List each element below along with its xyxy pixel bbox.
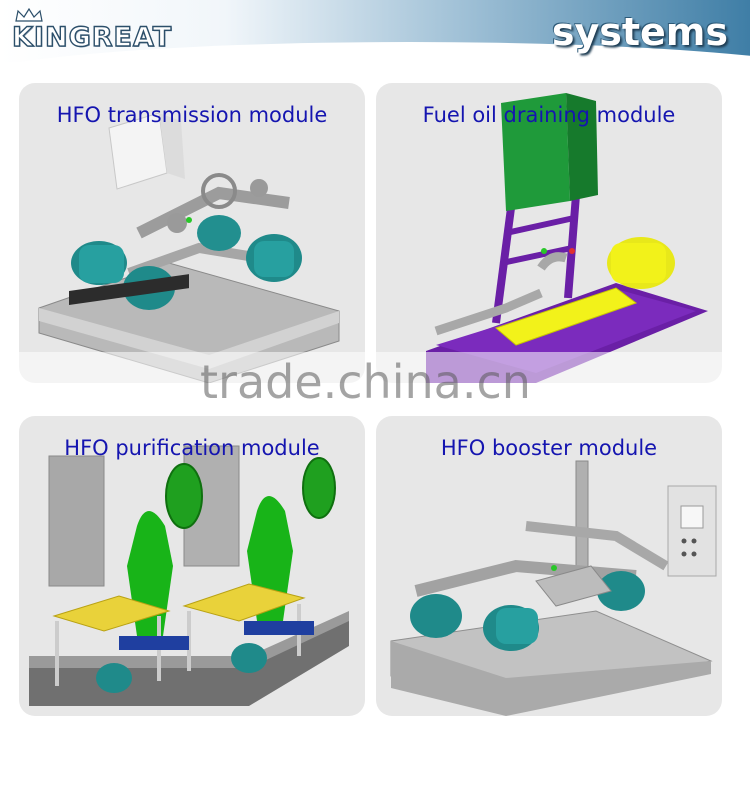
page-header xyxy=(0,0,750,62)
module-label: HFO booster module xyxy=(440,436,658,460)
module-label: HFO transmission module xyxy=(56,103,328,127)
section-title: systems xyxy=(551,10,728,54)
module-card-draining: Fuel oil draining module xyxy=(376,83,722,383)
module-card-booster: HFO booster module xyxy=(376,416,722,716)
module-label: HFO purification module xyxy=(64,436,320,460)
purification-module-illustration xyxy=(29,445,349,706)
draining-module-illustration xyxy=(426,93,708,383)
booster-module-illustration xyxy=(390,460,717,716)
crown-icon xyxy=(15,8,43,22)
module-card-transmission: HFO transmission module xyxy=(19,83,365,383)
watermark-band xyxy=(0,352,750,412)
module-label: Fuel oil draining module xyxy=(422,103,676,127)
transmission-module-illustration xyxy=(38,112,340,383)
watermark-text: trade.china.cn xyxy=(200,355,531,409)
brand-logo: KINGREAT xyxy=(11,21,173,53)
module-card-purification: HFO purification module xyxy=(19,416,365,716)
header-curve xyxy=(0,42,750,62)
